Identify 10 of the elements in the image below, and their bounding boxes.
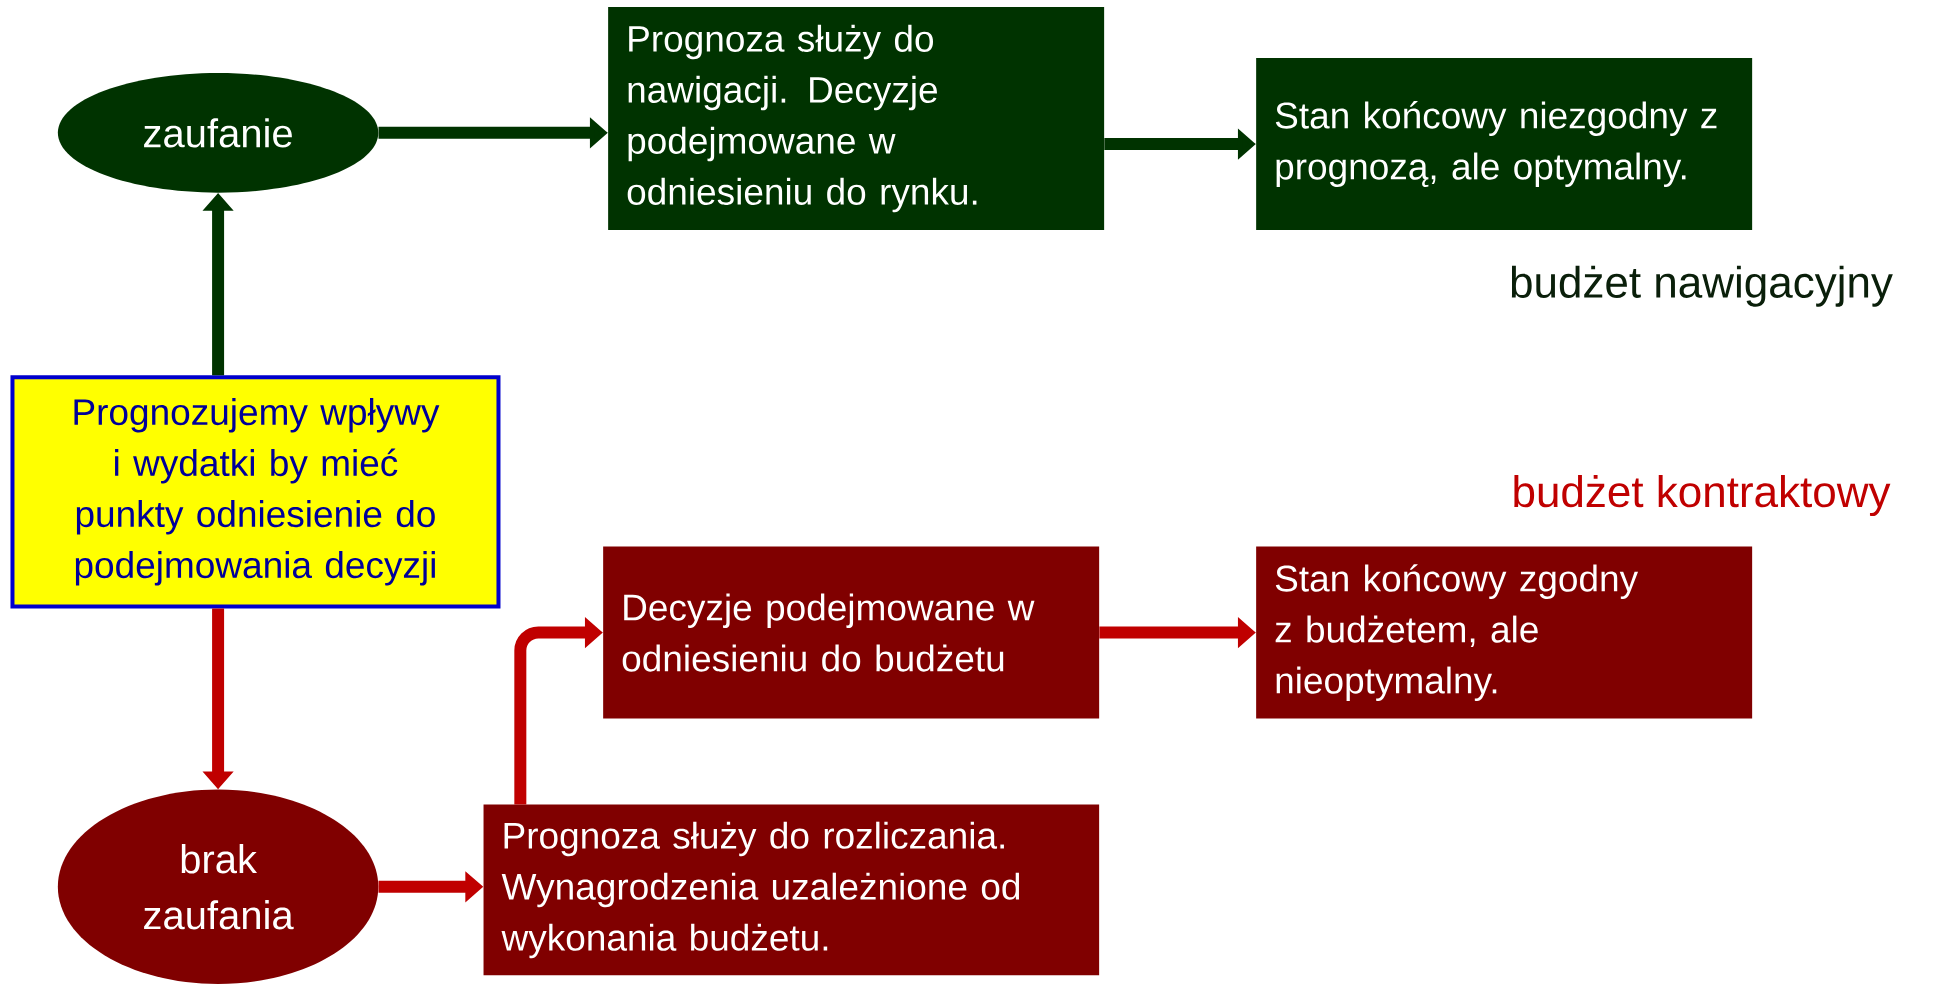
process-box: Prognoza służy do nawigacji. Decyzje podejmowane w odniesieniu do rynku. [608, 7, 1105, 231]
section-label: budżet kontraktowy [1514, 475, 1891, 516]
process-box: Prognoza służy do rozliczania. Wynagrodzenia uzależnione od wykonania budżetu. [483, 804, 1100, 976]
process-box: Decyzje podejmowane w odniesieniu do budżetu [603, 546, 1100, 719]
section-label: budżet nawigacyjny [1511, 265, 1893, 307]
process-box: Prognozujemy wpływy i wydatki by mieć punkty odniesienie do podejmowania decyzji [10, 375, 501, 609]
ellipse-node: brak zaufania [57, 789, 379, 984]
process-box: Stan końcowy zgodny z budżetem, ale nieoptymalny. [1256, 546, 1753, 719]
ellipse-node: zaufanie [57, 73, 379, 193]
process-box: Stan końcowy niezgodny z prognozą, ale optymalny. [1256, 58, 1753, 231]
